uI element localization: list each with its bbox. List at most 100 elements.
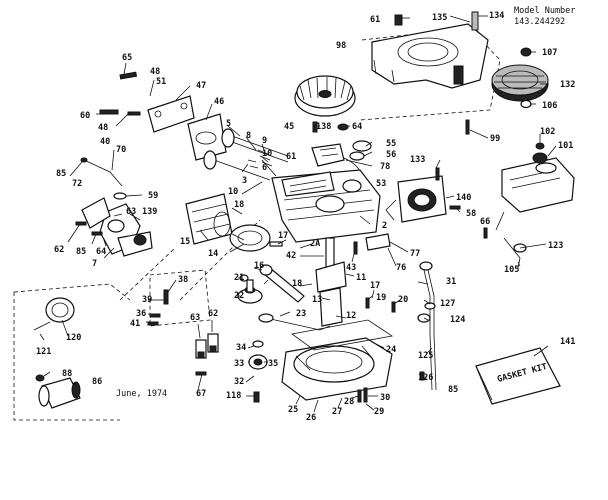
part-label: 14 xyxy=(208,249,218,259)
part-label: 10 xyxy=(228,187,238,197)
carburetor-group-frame xyxy=(13,283,131,421)
filter-120 xyxy=(45,297,75,323)
part-label: 126 xyxy=(418,373,433,383)
part-label: 62 xyxy=(208,309,218,319)
lever-72 xyxy=(80,157,123,187)
part-label: 43 xyxy=(346,263,356,273)
part-label: 27 xyxy=(332,407,342,417)
part-label: 102 xyxy=(540,127,555,137)
part-label: 17 xyxy=(370,281,380,291)
breather-plate xyxy=(147,95,195,133)
part-label: 26 xyxy=(306,413,316,423)
part-label: 48 xyxy=(98,123,108,133)
part-label: 24 xyxy=(386,345,396,355)
part-label: 61 xyxy=(370,15,380,25)
part-label: 76 xyxy=(396,263,406,273)
part-label: 63 xyxy=(190,313,200,323)
part-label: 58 xyxy=(466,209,476,219)
part-label: 29 xyxy=(374,407,384,417)
part-label: 78 xyxy=(380,162,390,172)
gasket-77 xyxy=(365,233,391,251)
part-label: 55 xyxy=(386,139,396,149)
tank-bracket-105 xyxy=(503,237,527,269)
part-label: 10 xyxy=(262,149,272,159)
part-label: 77 xyxy=(410,249,420,259)
part-label: 2 xyxy=(382,221,387,231)
washer-106 xyxy=(520,99,532,109)
part-label: 123 xyxy=(548,241,563,251)
part-label: 70 xyxy=(116,145,126,155)
part-labels: 61 135 134 98 107 132 106 65 48 51 47 46… xyxy=(36,11,575,423)
part-label: 25 xyxy=(288,405,298,415)
bolt-61-top xyxy=(394,14,403,26)
air-cleaner-body xyxy=(185,193,233,245)
screw-45 xyxy=(312,121,318,133)
o-ring-127 xyxy=(424,302,436,310)
part-label: 85 xyxy=(448,385,458,395)
flywheel xyxy=(294,75,356,117)
oil-fill-tube xyxy=(419,261,437,391)
part-label: 62 xyxy=(54,245,64,255)
part-label: 21 xyxy=(234,273,244,283)
part-label: 15 xyxy=(180,237,190,247)
part-62 xyxy=(207,333,219,353)
part-label: 48 xyxy=(150,67,160,77)
part-label: 6 xyxy=(262,163,267,173)
part-label: 66 xyxy=(480,217,490,227)
part-label: 64 xyxy=(96,247,106,257)
washer-34 xyxy=(252,340,264,348)
screw-48-upper xyxy=(127,111,141,116)
air-cleaner-group-frame xyxy=(149,269,211,327)
part-label: 20 xyxy=(398,295,408,305)
part-label: 39 xyxy=(142,295,152,305)
valve-cover-plate xyxy=(187,113,227,161)
part-label: 30 xyxy=(380,393,390,403)
part-label: 59 xyxy=(148,191,158,201)
piston-pin-17 xyxy=(269,241,283,247)
muffler xyxy=(38,377,81,409)
part-label: 98 xyxy=(336,41,346,51)
part-label: 140 xyxy=(456,193,471,203)
part-label: 47 xyxy=(196,81,206,91)
throttle-59 xyxy=(113,192,127,200)
part-label: 19 xyxy=(376,293,386,303)
part-label: 33 xyxy=(234,359,244,369)
filter-element-14 xyxy=(229,224,271,252)
part-label: 127 xyxy=(440,299,455,309)
part-label: 124 xyxy=(450,315,465,325)
part-label: 85 xyxy=(56,169,66,179)
part-label: 106 xyxy=(542,101,557,111)
part-label: 53 xyxy=(376,179,386,189)
starter-cup xyxy=(349,140,372,161)
part-label: 45 xyxy=(284,122,294,132)
part-label: 125 xyxy=(418,351,433,361)
part-label: 23 xyxy=(296,309,306,319)
rotating-screen xyxy=(491,64,549,102)
part-label: 132 xyxy=(560,80,575,90)
gasket-16 xyxy=(213,211,231,237)
part-label: 86 xyxy=(92,377,102,387)
part-label: 13 xyxy=(312,295,322,305)
part-label: 7 xyxy=(92,259,97,269)
part-label: 99 xyxy=(490,134,500,144)
part-label: 67 xyxy=(196,389,206,399)
part-label: 51 xyxy=(156,77,166,87)
part-label: 120 xyxy=(66,333,81,343)
fuel-tank-cap xyxy=(535,142,545,150)
leader-lines xyxy=(39,15,557,413)
part-label: 5 xyxy=(226,119,231,129)
part-label: 61 xyxy=(286,152,296,162)
valves xyxy=(203,128,289,181)
part-label: 135 xyxy=(432,13,447,23)
small-fasteners xyxy=(75,119,488,403)
part-label: 40 xyxy=(100,137,110,147)
screw-121 xyxy=(33,321,51,331)
part-label: 9 xyxy=(262,136,267,146)
part-label: 85 xyxy=(76,247,86,257)
part-label: 41 xyxy=(130,319,140,329)
fuel-tank xyxy=(501,152,575,213)
part-label: 133 xyxy=(410,155,425,165)
part-label: 65 xyxy=(122,53,132,63)
part-label: 18 xyxy=(292,279,302,289)
part-label: 138 xyxy=(316,122,331,132)
